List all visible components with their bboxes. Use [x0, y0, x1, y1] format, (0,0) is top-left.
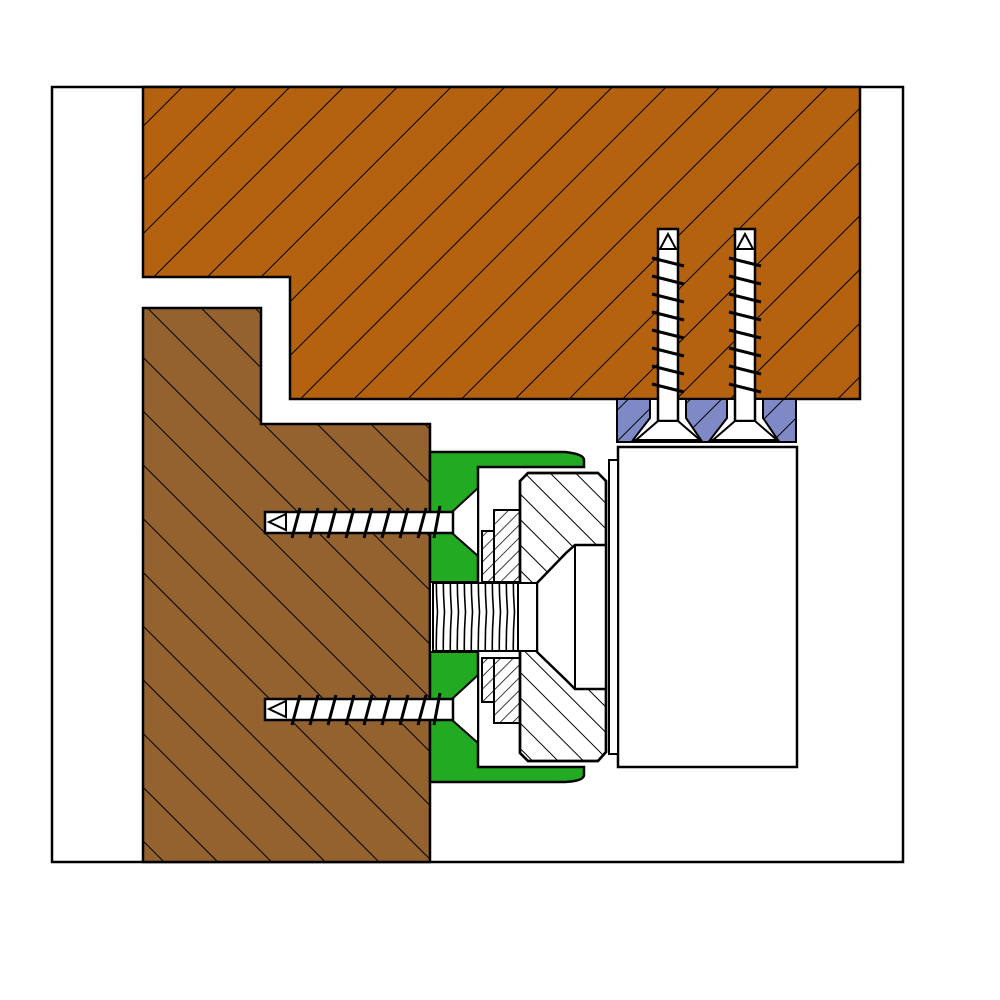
upper-timber [141, 85, 862, 401]
mounting-plate [608, 459, 619, 755]
horizontal-screw-top [263, 505, 455, 539]
vertical-screw-left [633, 227, 703, 441]
bolt [432, 582, 538, 652]
nut [518, 471, 608, 763]
hanging-box [616, 445, 799, 769]
lower-timber [141, 306, 432, 864]
vertical-screw-right [710, 227, 780, 441]
washers [481, 509, 521, 724]
horizontal-screw-bottom [263, 692, 455, 726]
